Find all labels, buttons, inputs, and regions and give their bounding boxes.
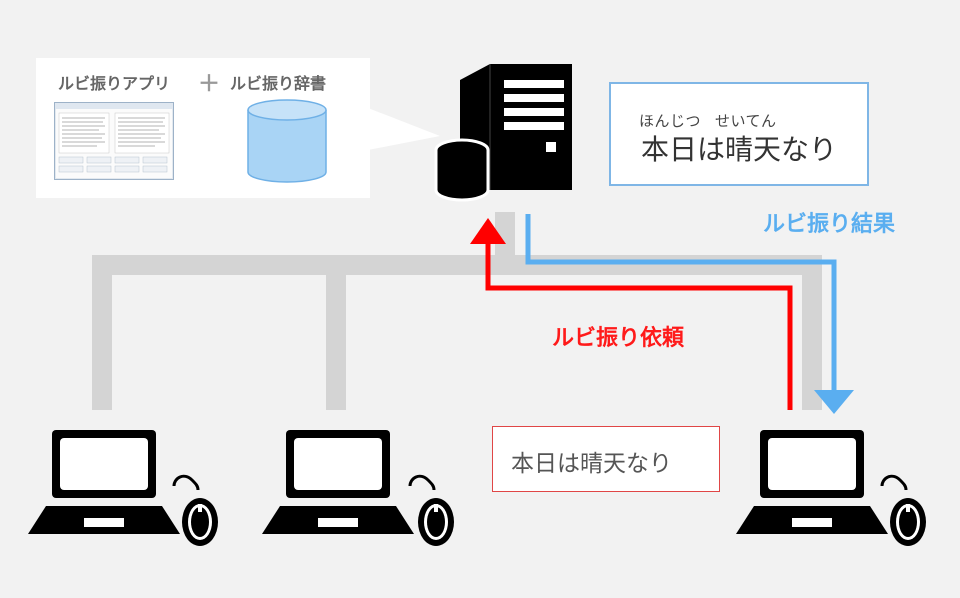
callout-pointer [368, 108, 440, 150]
dictionary-cylinder-icon [247, 99, 327, 183]
laptop-icon [736, 430, 888, 534]
ruby-result-box: ほんじつ せいてん 本日は晴天なり [609, 82, 869, 186]
laptop-icon [28, 430, 180, 534]
database-icon [434, 138, 490, 202]
network-lines [92, 212, 822, 410]
furigana-seiten: せいてん [715, 112, 777, 130]
result-sentence: 本日は晴天なり [641, 133, 838, 166]
dictionary-label: ルビ振り辞書 [230, 74, 327, 93]
plus-sign: ＋ [198, 72, 221, 97]
laptop-icon [262, 430, 414, 534]
network-drop-laptop-3 [802, 255, 822, 410]
request-arrow [470, 218, 793, 410]
app-screenshot-icon [54, 102, 174, 180]
ruby-result-label: ルビ振り結果 [763, 212, 896, 237]
mouse-icon [880, 474, 926, 546]
mouse-icon [172, 474, 218, 546]
app-label: ルビ振りアプリ [58, 74, 171, 93]
request-sentence: 本日は晴天なり [511, 451, 672, 477]
network-bus-horizontal [92, 255, 822, 275]
network-drop-laptop-1 [92, 255, 112, 410]
ruby-request-label: ルビ振り依頼 [552, 326, 685, 351]
mouse-icon [408, 474, 454, 546]
furigana-honjitsu: ほんじつ [639, 112, 702, 130]
request-text-box: 本日は晴天なり [492, 426, 720, 492]
result-arrow [525, 214, 854, 414]
network-drop-laptop-2 [326, 255, 346, 410]
info-panel: ルビ振りアプリ ＋ ルビ振り辞書 [36, 58, 370, 198]
